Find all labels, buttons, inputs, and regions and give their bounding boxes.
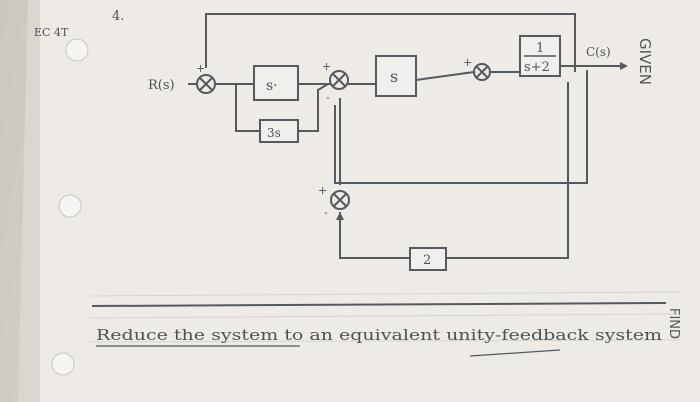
block-s-label: s <box>390 67 398 86</box>
outer-feedback-path <box>205 13 576 72</box>
instruction-underline-2 <box>469 349 561 357</box>
sum-junction-1 <box>196 74 216 94</box>
summing-junctions <box>196 63 491 210</box>
given-label: GIVEN <box>636 38 654 85</box>
output-label: C(s) <box>586 45 611 59</box>
tf-numerator: 1 <box>536 41 544 56</box>
lower-loop-left <box>339 212 410 259</box>
hole-punch-top <box>65 38 89 62</box>
problem-number: 4. <box>112 9 124 24</box>
sum-junction-3 <box>473 63 491 81</box>
lower-loop-right <box>446 82 569 259</box>
tf-denominator: s+2 <box>524 60 550 75</box>
section-divider <box>91 302 667 307</box>
parallel-branch <box>235 84 260 132</box>
sum-sign-4: + <box>463 56 472 69</box>
block-3s <box>259 119 299 143</box>
margin-note: EC 4T <box>34 26 69 39</box>
sum-sign-5: + <box>318 184 327 197</box>
block-diagram <box>188 13 620 259</box>
input-label: R(s) <box>148 78 175 93</box>
block-gain-label: 2 <box>423 253 431 268</box>
parallel-merge <box>298 83 329 132</box>
sum-sign-2: + <box>322 60 331 73</box>
inner-feedback-path <box>334 70 588 184</box>
hole-punch-bottom <box>51 352 75 376</box>
block-3s-label: 3s <box>267 126 281 140</box>
ruled-lines <box>89 291 681 343</box>
sum-sign-1: + <box>196 62 205 75</box>
block-s-dot <box>253 65 299 101</box>
sum-sign-6: - <box>324 206 328 219</box>
block-gain <box>409 247 447 271</box>
block-s <box>375 55 417 97</box>
hole-punch-middle <box>58 194 82 218</box>
sum-junction-2 <box>329 70 349 90</box>
paper-edge-shadow <box>0 0 40 402</box>
forward-line-4 <box>415 71 475 81</box>
sum-junction-4 <box>330 190 350 210</box>
instruction-text: Reduce the system to an equivalent unity… <box>96 326 662 344</box>
find-label: FIND <box>666 308 681 339</box>
block-s-dot-label: s· <box>266 78 278 94</box>
sum-sign-3: - <box>326 91 330 104</box>
paper-sheet <box>18 0 700 402</box>
